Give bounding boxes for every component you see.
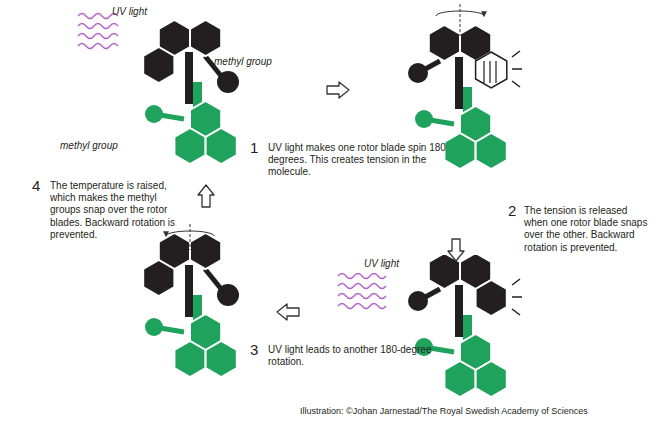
molecule [143, 20, 239, 164]
cycle-arrow [198, 82, 464, 320]
step-number: 3 [250, 342, 258, 357]
uv-label: UV light [364, 258, 424, 270]
step-text: UV light leads to another 180-degree rot… [268, 344, 463, 368]
molecule [408, 253, 522, 397]
credit-caption: Illustration: ©Johan Jarnestad/The Royal… [300, 406, 588, 417]
rotation-axis [166, 224, 214, 250]
step-number: 1 [250, 140, 258, 155]
callout-label: methyl group [60, 140, 140, 152]
step-text: The tension is released when one rotor b… [524, 205, 654, 254]
step-text: The temperature is raised, which makes t… [50, 180, 190, 241]
step-text: UV light makes one rotor blade spin 180 … [268, 142, 468, 179]
uv-waves [78, 14, 118, 49]
step-number: 2 [508, 203, 516, 218]
callout-label: methyl group [214, 56, 294, 68]
uv-label: UV light [112, 6, 172, 18]
step-number: 4 [32, 178, 40, 193]
molecule [143, 233, 239, 377]
rotation-axis [436, 4, 484, 36]
uv-waves [338, 274, 386, 309]
